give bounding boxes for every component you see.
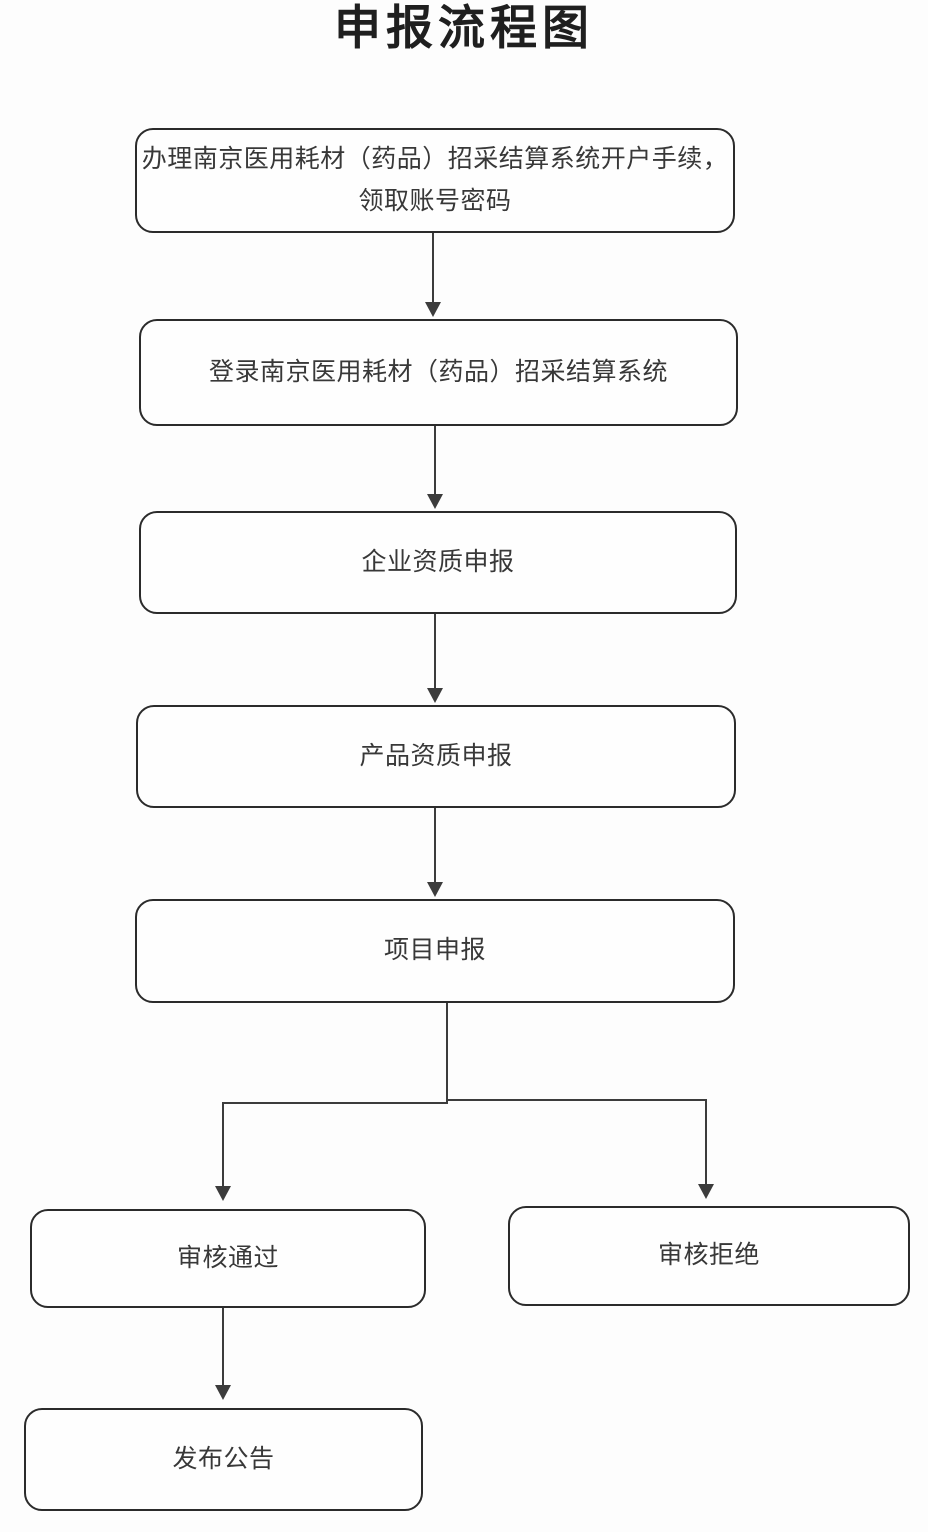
flow-node-open-account: 办理南京医用耗材（药品）招采结算系统开户手续， 领取账号密码	[135, 128, 735, 233]
flow-node-project-declaration: 项目申报	[135, 899, 735, 1003]
flow-node-enterprise-qualification: 企业资质申报	[139, 511, 737, 614]
flow-node-product-qualification: 产品资质申报	[136, 705, 736, 808]
node-label: 项目申报	[383, 937, 486, 964]
edge-open-account-to-login	[432, 233, 434, 304]
arrowhead-down-icon	[425, 302, 441, 317]
node-label-line2: 领取账号密码	[358, 187, 512, 215]
edge-project-declaration-to-review-rejected	[705, 1099, 707, 1185]
flow-node-publish-announcement: 发布公告	[24, 1408, 423, 1511]
arrowhead-down-icon	[215, 1186, 231, 1201]
node-label: 审核通过	[176, 1244, 279, 1272]
flow-node-login: 登录南京医用耗材（药品）招采结算系统	[139, 319, 738, 426]
node-label: 发布公告	[172, 1445, 275, 1473]
flow-node-review-rejected: 审核拒绝	[508, 1206, 910, 1306]
node-label: 产品资质申报	[359, 742, 513, 770]
edge-product-qualification-to-project-declaration	[434, 808, 436, 882]
edge-branch-horizontal-left	[223, 1102, 448, 1104]
edge-project-declaration-to-review-approved	[222, 1102, 224, 1187]
node-label: 审核拒绝	[657, 1242, 760, 1269]
arrowhead-down-icon	[427, 494, 443, 509]
node-label: 企业资质申报	[361, 548, 515, 576]
node-label: 登录南京医用耗材（药品）招采结算系统	[208, 358, 668, 386]
arrowhead-down-icon	[698, 1184, 714, 1199]
page-title: 申报流程图	[334, 3, 594, 55]
arrowhead-down-icon	[427, 688, 443, 703]
arrowhead-down-icon	[427, 882, 443, 897]
node-label-line1: 办理南京医用耗材（药品）招采结算系统开户手续，	[141, 145, 729, 173]
arrowhead-down-icon	[215, 1385, 231, 1400]
edge-branch-horizontal-right	[446, 1099, 707, 1101]
flow-node-review-approved: 审核通过	[30, 1209, 426, 1308]
edge-login-to-enterprise-qualification	[434, 426, 436, 496]
edge-branch-stem	[446, 1003, 448, 1102]
edge-review-approved-to-publish-announcement	[222, 1308, 224, 1387]
edge-enterprise-to-product-qualification	[434, 614, 436, 688]
